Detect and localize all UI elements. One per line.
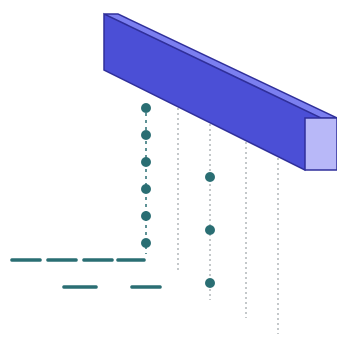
dot-column-left [141,103,151,254]
dot-marker [141,157,151,167]
dot-marker [141,103,151,113]
beam-end-face [304,117,337,171]
beam [103,12,337,172]
dot-column-right [205,172,215,288]
dot-marker [205,278,215,288]
dot-marker [205,225,215,235]
dot-marker [205,172,215,182]
guide-lines [177,108,279,334]
dash-row [10,258,162,289]
dot-marker [141,184,151,194]
dot-marker [141,130,151,140]
dot-marker [141,238,151,248]
beam-side-face [103,12,322,172]
dot-marker [141,211,151,221]
